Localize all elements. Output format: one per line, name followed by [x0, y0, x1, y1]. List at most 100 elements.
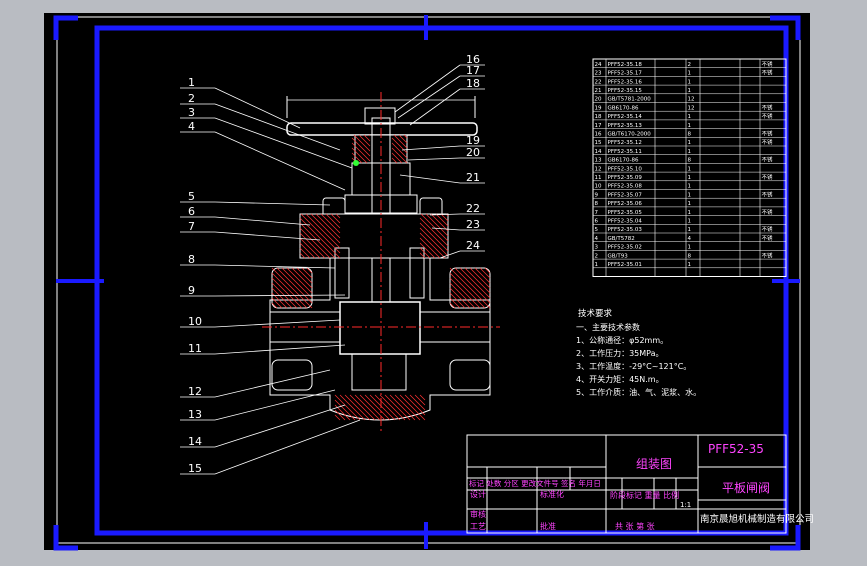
- parts-cell: PFF52-35.01: [608, 262, 642, 268]
- parts-cell: PFF52-35.06: [608, 201, 643, 207]
- parts-cell: 1: [688, 149, 692, 155]
- parts-cell: 1: [688, 114, 692, 120]
- parts-cell: 不锈: [762, 130, 774, 138]
- parts-cell: 不锈: [762, 112, 774, 120]
- parts-cell: PFF52-35.08: [608, 184, 643, 190]
- parts-cell: 不锈: [762, 251, 774, 259]
- parts-cell: GB/T6170-2000: [608, 132, 652, 138]
- parts-cell: GB/T5782: [608, 236, 635, 242]
- parts-cell: 1: [688, 227, 692, 233]
- parts-cell: 不锈: [762, 190, 774, 198]
- callout-14: 14: [188, 435, 202, 448]
- note-line: 4、开关力矩：45N.m。: [576, 374, 664, 384]
- parts-cell: PFF52-35.11: [608, 149, 642, 155]
- parts-cell: PFF52-35.10: [608, 166, 643, 172]
- note-line: 5、工作介质：油、气、泥浆、水。: [576, 387, 701, 397]
- callout-7: 7: [188, 220, 195, 233]
- callout-10: 10: [188, 315, 202, 328]
- approve-label: 批准: [540, 521, 556, 531]
- parts-cell: PFF52-35.18: [608, 62, 643, 68]
- parts-cell: 4: [688, 236, 692, 242]
- parts-cell: PFF52-35.09: [608, 175, 643, 181]
- sheet-info: 共 张 第 张: [615, 521, 655, 531]
- parts-cell: 不锈: [762, 173, 774, 181]
- parts-cell: 11: [595, 175, 602, 181]
- parts-cell: 24: [595, 62, 602, 68]
- parts-cell: 19: [595, 105, 602, 111]
- standardization-label: 标准化: [540, 489, 564, 499]
- parts-cell: 1: [688, 79, 692, 85]
- stage-row: 阶段标记 重量 比例: [610, 490, 679, 500]
- parts-cell: 不锈: [762, 103, 774, 111]
- callout-23: 23: [466, 218, 480, 231]
- parts-cell: 10: [595, 184, 602, 190]
- parts-cell: GB6170-86: [608, 158, 640, 164]
- parts-cell: 23: [595, 71, 602, 77]
- title-block: [466, 434, 787, 534]
- parts-cell: 14: [595, 149, 602, 155]
- drawing-name: 平板闸阀: [722, 481, 770, 495]
- callout-15: 15: [188, 462, 202, 475]
- callout-4: 4: [188, 120, 195, 133]
- grease-fitting: [353, 160, 359, 166]
- centerlines: [262, 92, 500, 432]
- parts-cell: 1: [688, 140, 692, 146]
- parts-cell: 不锈: [762, 234, 774, 242]
- parts-cell: 7: [595, 210, 599, 216]
- parts-cell: 1: [688, 123, 692, 129]
- parts-cell: 12: [688, 105, 695, 111]
- parts-cell: 1: [595, 262, 599, 268]
- notes-title: 技术要求: [578, 308, 613, 319]
- callout-20: 20: [466, 146, 480, 159]
- parts-cell: 3: [595, 245, 599, 251]
- parts-cell: 不锈: [762, 69, 774, 77]
- callout-2: 2: [188, 92, 195, 105]
- parts-cell: 1: [688, 210, 692, 216]
- parts-cell: 21: [595, 88, 602, 94]
- parts-cell: PFF52-35.02: [608, 245, 642, 251]
- parts-cell: PFF52-35.17: [608, 71, 643, 77]
- parts-cell: 4: [595, 236, 599, 242]
- parts-cell: 2: [595, 253, 599, 259]
- revision-row: 标记 处数 分区 更改文件号 签名 年月日: [469, 478, 601, 488]
- callout-17: 17: [466, 64, 480, 77]
- callout-21: 21: [466, 171, 480, 184]
- parts-list-row: 4 GB/T5782 4 不锈: [595, 234, 774, 242]
- parts-cell: PFF52-35.13: [608, 123, 643, 129]
- callout-1: 1: [188, 76, 195, 89]
- parts-cell: 20: [595, 97, 602, 103]
- process-label: 工艺: [470, 522, 486, 531]
- technical-notes: 技术要求 一、主要技术参数1、公称通径：φ52mm。2、工作压力：35MPa。3…: [576, 308, 701, 397]
- parts-cell: 不锈: [762, 138, 774, 146]
- drawing-type: 组装图: [636, 457, 672, 471]
- parts-cell: PFF52-35.07: [608, 192, 643, 198]
- callout-16: 16: [466, 53, 480, 66]
- parts-cell: PFF52-35.16: [608, 79, 643, 85]
- parts-cell: 9: [595, 192, 599, 198]
- parts-cell: 12: [688, 97, 695, 103]
- parts-cell: 8: [595, 201, 599, 207]
- parts-cell: PFF52-35.12: [608, 140, 642, 146]
- note-line: 一、主要技术参数: [576, 322, 640, 332]
- parts-cell: GB6170-86: [608, 105, 640, 111]
- parts-cell: PFF52-35.05: [608, 210, 643, 216]
- parts-cell: PFF52-35.15: [608, 88, 643, 94]
- parts-cell: 2: [688, 62, 692, 68]
- callout-3: 3: [188, 106, 195, 119]
